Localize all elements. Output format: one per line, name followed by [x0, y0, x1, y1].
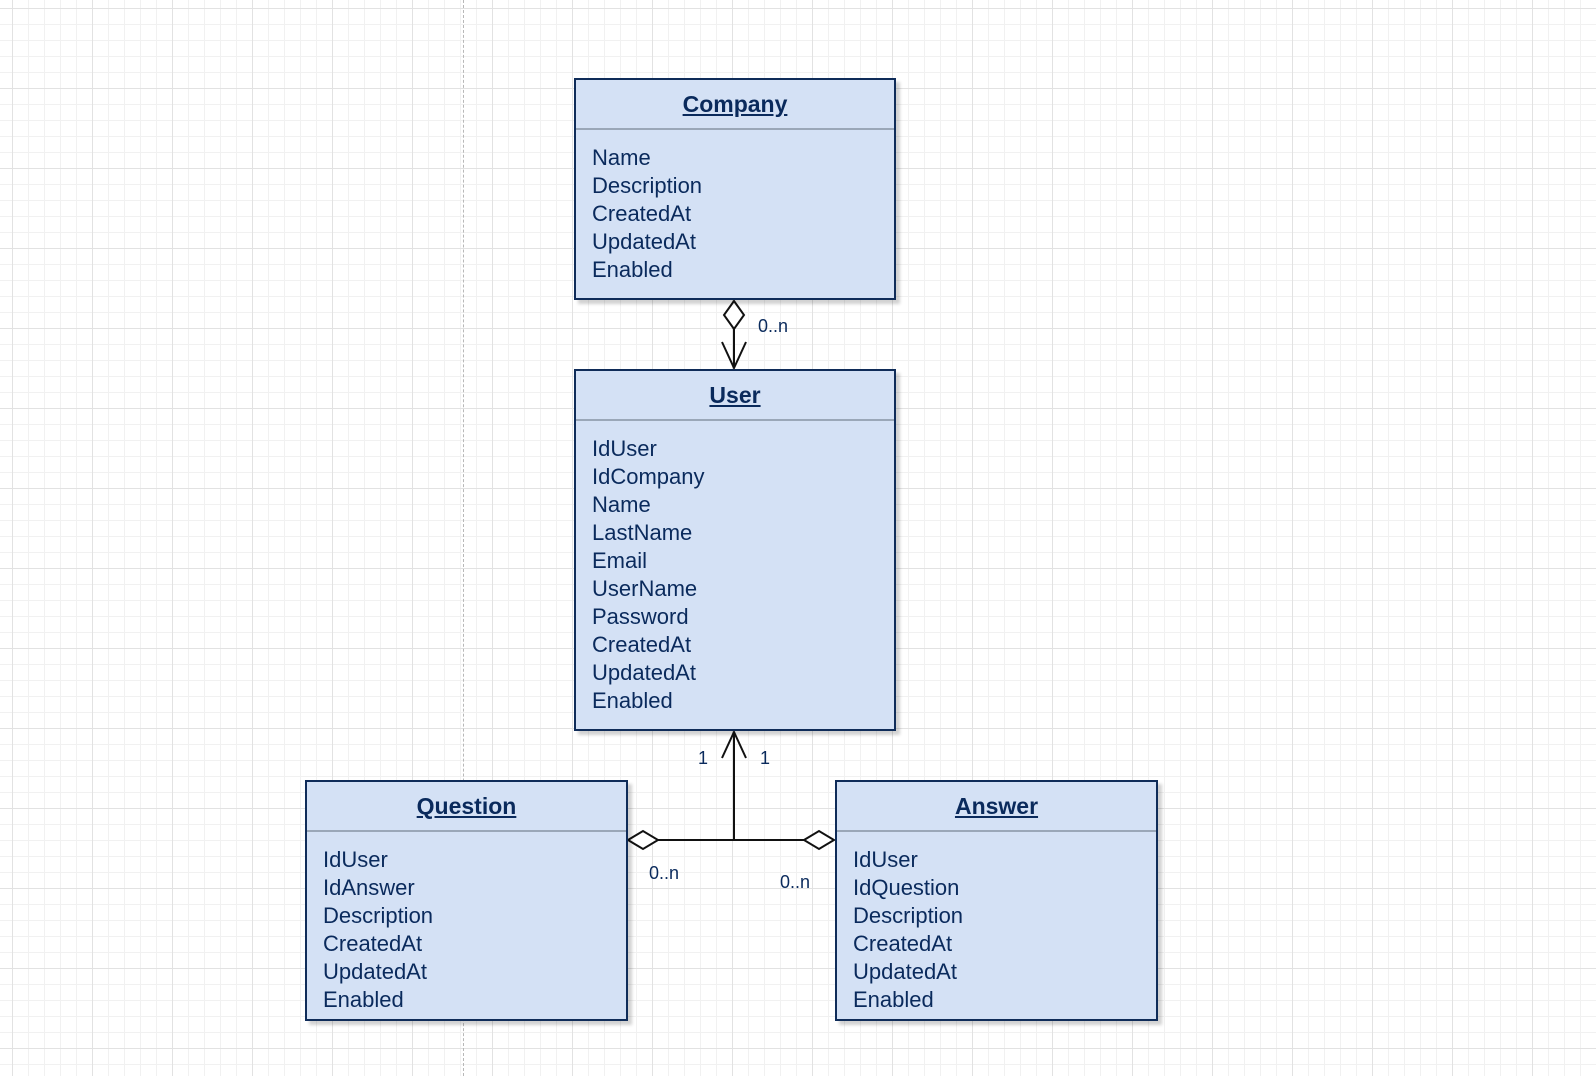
- attribute-row: IdUser: [853, 847, 918, 872]
- multiplicity-user-question-source: 1: [698, 748, 709, 768]
- attribute-row: Description: [853, 903, 964, 928]
- attribute-row: IdQuestion: [853, 875, 960, 900]
- attribute-row: CreatedAt: [853, 931, 953, 956]
- class-answer-title: Answer: [837, 782, 1156, 832]
- arrowhead-user-bottom: [721, 729, 747, 759]
- aggregation-diamond-answer: [802, 829, 836, 851]
- attribute-row: Enabled: [853, 987, 934, 1012]
- class-company-title: Company: [576, 80, 894, 130]
- attribute-row: Name: [592, 492, 651, 517]
- aggregation-diamond-company: [722, 299, 746, 331]
- multiplicity-answer: 0..n: [780, 872, 811, 892]
- attribute-row: IdUser: [592, 436, 657, 461]
- attribute-row: Enabled: [323, 987, 404, 1012]
- attribute-row: Name: [592, 145, 651, 170]
- class-question-title: Question: [307, 782, 626, 832]
- multiplicity-company-user: 0..n: [758, 316, 789, 336]
- attribute-row: UpdatedAt: [592, 229, 696, 254]
- attribute-row: Enabled: [592, 688, 673, 713]
- attribute-row: UserName: [592, 576, 698, 601]
- attribute-row: Password: [592, 604, 689, 629]
- association-user-children[interactable]: [626, 729, 836, 851]
- attribute-row: Email: [592, 548, 648, 573]
- attribute-row: UpdatedAt: [323, 959, 427, 984]
- page-boundary-guide: [463, 0, 464, 1076]
- attribute-row: Enabled: [592, 257, 673, 282]
- attribute-row: IdUser: [323, 847, 388, 872]
- multiplicity-user-answer-source: 1: [760, 748, 771, 768]
- class-user-title: User: [576, 371, 894, 421]
- attribute-row: IdAnswer: [323, 875, 415, 900]
- attribute-row: Description: [592, 173, 703, 198]
- attribute-row: CreatedAt: [592, 201, 692, 226]
- attribute-row: UpdatedAt: [853, 959, 957, 984]
- attribute-row: IdCompany: [592, 464, 705, 489]
- aggregation-diamond-question: [626, 829, 660, 851]
- multiplicity-question: 0..n: [649, 863, 680, 883]
- attribute-row: CreatedAt: [592, 632, 692, 657]
- attribute-row: UpdatedAt: [592, 660, 696, 685]
- arrowhead-user-top: [721, 341, 747, 371]
- attribute-row: Description: [323, 903, 434, 928]
- attribute-row: LastName: [592, 520, 693, 545]
- attribute-row: CreatedAt: [323, 931, 423, 956]
- association-company-user[interactable]: [721, 299, 747, 371]
